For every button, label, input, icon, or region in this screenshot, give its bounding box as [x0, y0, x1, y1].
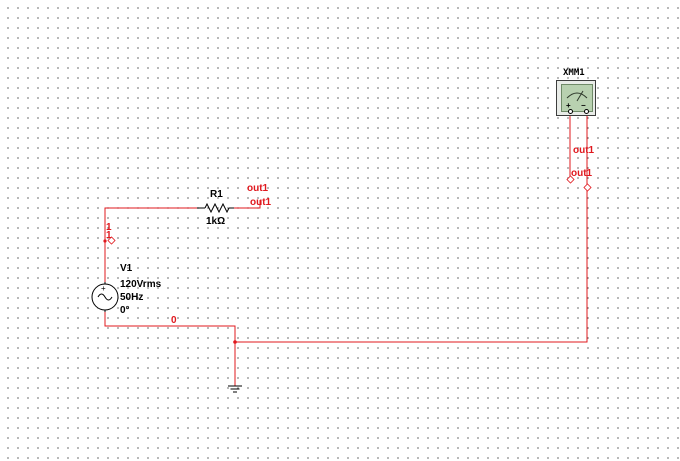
multimeter-symbol[interactable]: + −	[556, 80, 596, 116]
meter-minus-sign: −	[581, 101, 586, 110]
resistor-value-label: 1kΩ	[206, 216, 226, 227]
net-label-out1-a: out1	[247, 183, 269, 194]
junctions	[103, 175, 592, 344]
net-label-out1-d: out1	[571, 168, 593, 179]
source-frequency-label: 50Hz	[120, 292, 144, 303]
probe-meter-minus[interactable]	[583, 183, 592, 192]
resistor-symbol[interactable]	[197, 202, 234, 214]
junction-ground[interactable]	[233, 340, 237, 344]
meter-ref-label: XMM1	[563, 68, 585, 78]
net-label-ground: 0	[171, 315, 177, 326]
meter-display	[561, 84, 593, 112]
meter-terminal-minus[interactable]	[584, 109, 589, 114]
source-voltage-label: 120Vrms	[120, 279, 162, 290]
ground-icon[interactable]	[228, 385, 242, 393]
wire-ground-net[interactable]	[104, 187, 588, 343]
net-label-node1-a: 1	[106, 222, 112, 233]
net-label-out1-b: out1	[250, 197, 272, 208]
meter-needle-icon	[566, 90, 588, 102]
wire-node1[interactable]	[104, 207, 200, 282]
probe-node1[interactable]	[107, 236, 116, 245]
resistor-ref-label: R1	[210, 189, 223, 200]
source-phase-label: 0°	[120, 305, 130, 316]
ac-source-symbol[interactable]: +	[91, 282, 119, 312]
source-ref-label: V1	[120, 263, 133, 274]
net-label-out1-c: out1	[573, 145, 595, 156]
wire-out1-resistor[interactable]	[232, 200, 261, 209]
junction-node1[interactable]	[103, 239, 107, 243]
svg-text:+: +	[101, 284, 106, 293]
probe-meter-plus[interactable]	[566, 175, 575, 184]
meter-plus-sign: +	[566, 101, 571, 110]
wires	[104, 112, 588, 386]
net-label-node1-b: 1	[106, 230, 112, 241]
meter-terminal-plus[interactable]	[568, 109, 573, 114]
